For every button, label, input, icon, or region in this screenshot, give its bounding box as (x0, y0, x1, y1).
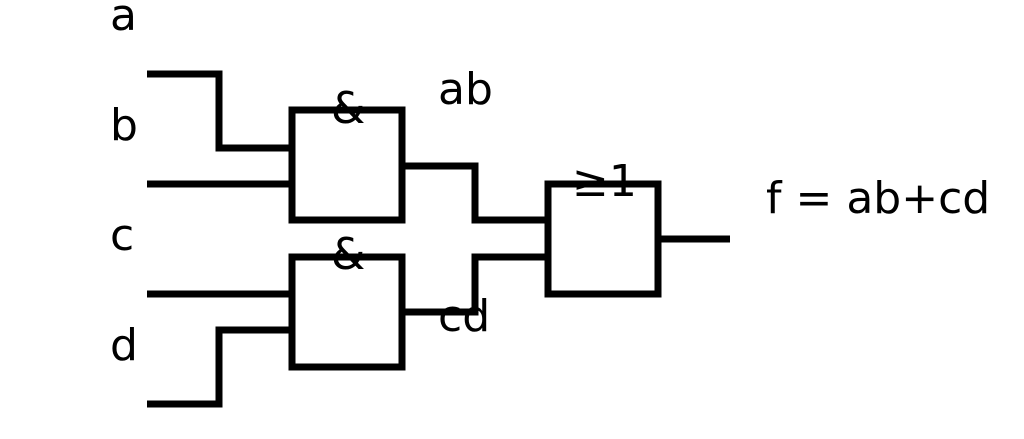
and-gate-bottom-symbol: & (331, 229, 365, 280)
intermediate-label-cd: cd (438, 291, 490, 342)
or-gate-symbol: ≥1 (572, 156, 637, 207)
output-expression: f = ab+cd (766, 173, 990, 224)
wire-cd (402, 253, 548, 316)
wire-ab (402, 162, 548, 224)
wire-a (147, 70, 292, 152)
input-label-b: b (110, 100, 138, 151)
and-gate-top-symbol: & (331, 83, 365, 134)
intermediate-label-ab: ab (438, 64, 493, 115)
input-label-c: c (110, 210, 134, 261)
input-label-a: a (110, 0, 137, 41)
wire-d (147, 326, 292, 408)
input-label-d: d (110, 320, 138, 371)
